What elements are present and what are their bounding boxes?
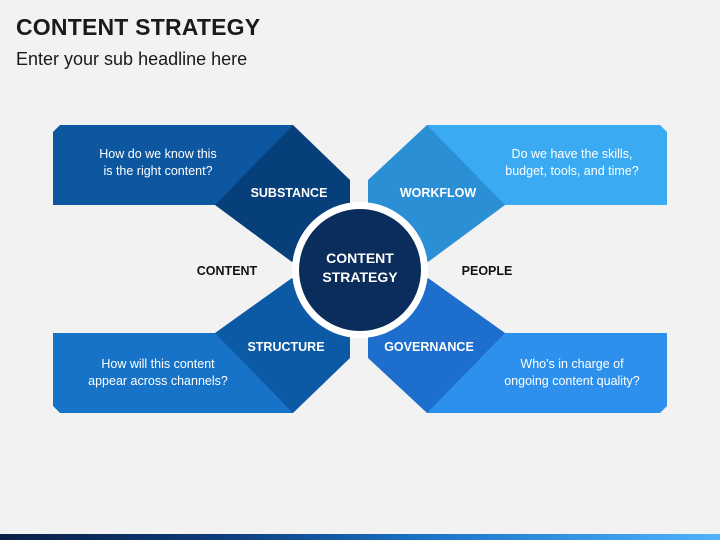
page-title: CONTENT STRATEGY <box>16 14 261 40</box>
substance-question-line2: is the right content? <box>103 164 213 178</box>
governance-question: Who's in charge of ongoing content qualit… <box>472 353 672 393</box>
right-side-label: PEOPLE <box>461 264 513 278</box>
workflow-question-line2: budget, tools, and time? <box>505 164 639 178</box>
governance-label: GOVERNANCE <box>384 340 474 354</box>
left-side-label: CONTENT <box>196 264 258 278</box>
workflow-label: WORKFLOW <box>399 186 477 200</box>
structure-question: How will this content appear across chann… <box>58 353 258 393</box>
structure-question-line2: appear across channels? <box>88 374 228 388</box>
workflow-box <box>427 125 667 205</box>
structure-label: STRUCTURE <box>247 340 325 354</box>
governance-question-line1: Who's in charge of <box>520 357 624 371</box>
substance-box <box>53 125 293 205</box>
center-label-line1: CONTENT <box>326 250 394 266</box>
center-label: CONTENT STRATEGY <box>309 249 411 287</box>
center-label-line2: STRATEGY <box>322 269 398 285</box>
workflow-question-line1: Do we have the skills, <box>511 147 633 161</box>
structure-box <box>53 333 293 413</box>
footer-gradient-bar <box>0 534 720 540</box>
page-subtitle: Enter your sub headline here <box>16 49 248 69</box>
substance-question: How do we know this is the right content? <box>58 143 258 183</box>
center-circle <box>299 209 421 331</box>
workflow-question: Do we have the skills, budget, tools, and… <box>472 143 672 183</box>
substance-label: SUBSTANCE <box>250 186 328 200</box>
governance-box <box>427 333 667 413</box>
structure-question-line1: How will this content <box>101 357 215 371</box>
governance-question-line2: ongoing content quality? <box>504 374 640 388</box>
substance-question-line1: How do we know this <box>99 147 217 161</box>
